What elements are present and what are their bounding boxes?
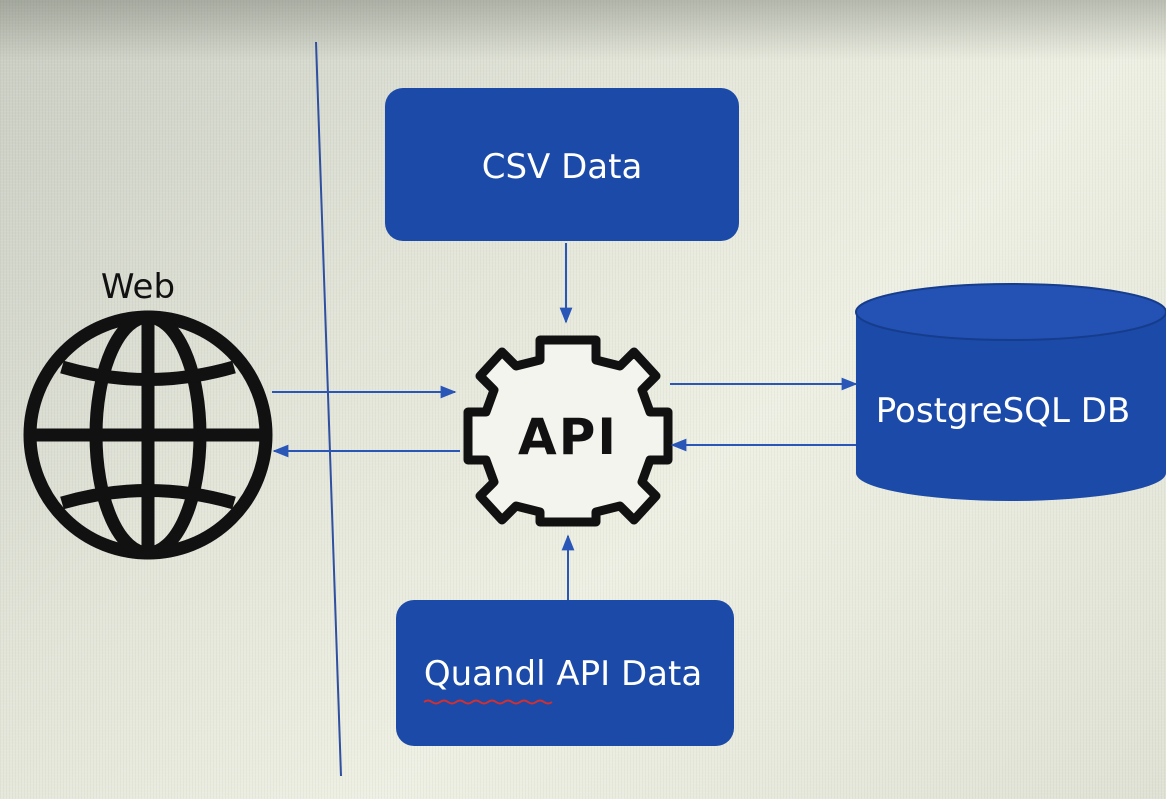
vertical-divider <box>315 41 342 777</box>
quandl-api-data-box-shape <box>396 600 734 746</box>
postgresql-db-cylinder[interactable]: PostgreSQL DB <box>855 283 1166 501</box>
cylinder-top <box>855 283 1166 341</box>
gear-icon <box>463 335 673 527</box>
csv-data-label: CSV Data <box>482 147 643 187</box>
api-label: API <box>518 408 618 466</box>
globe-icon <box>23 310 273 560</box>
csv-data-box-shape <box>385 88 739 241</box>
postgresql-db-label: PostgreSQL DB <box>876 391 1130 431</box>
quandl-api-data-box[interactable]: Quandl API Data <box>396 600 734 746</box>
web-label: Web <box>101 267 175 307</box>
cylinder-body <box>856 312 1166 501</box>
spellcheck-underline <box>423 699 553 705</box>
csv-data-box[interactable]: CSV Data <box>385 88 739 241</box>
quandl-api-data-label: Quandl API Data <box>424 654 702 694</box>
api-gear[interactable]: API <box>463 335 673 527</box>
